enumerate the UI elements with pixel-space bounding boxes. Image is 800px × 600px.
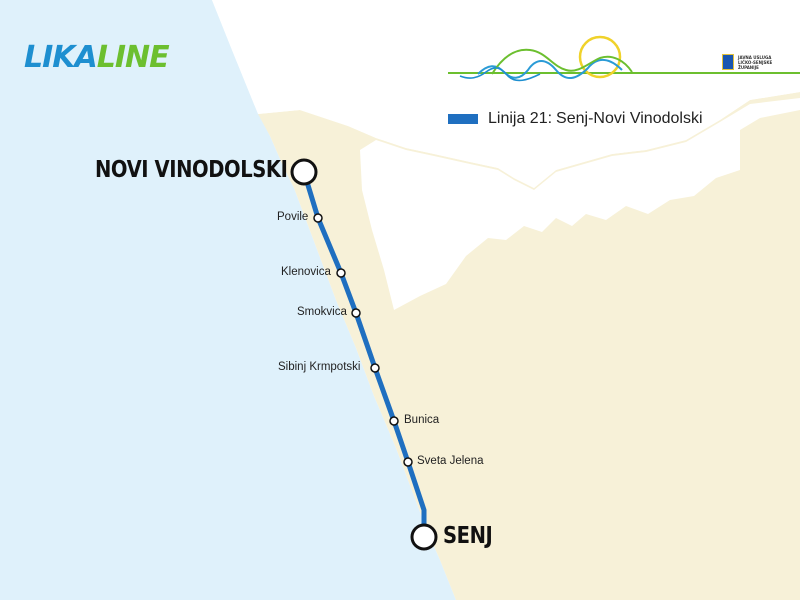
route-legend-route: Senj-Novi Vinodolski [556,110,703,127]
stop-label-bunica[interactable]: Bunica [404,414,440,426]
stop-label-sveta-jelena[interactable]: Sveta Jelena [417,455,484,467]
terminal-marker-novi-vinodolski[interactable] [290,158,318,186]
stop-marker-povile[interactable] [313,213,323,223]
inland-area [212,0,800,188]
brand-part-1: LIKA [24,40,98,75]
route-legend: Linija 21: Senj-Novi Vinodolski [448,110,703,128]
hills-icon-3 [459,67,541,82]
stop-marker-sveta-jelena[interactable] [403,457,413,467]
stop-label-povile[interactable]: Povile [277,211,309,223]
hills-icon-2 [491,48,633,75]
route-legend-swatch [448,114,478,124]
county-logo-text: JAVNA USLUGA LIČKO-SENJSKE ŽUPANIJE [738,54,773,70]
inland-ridge [360,98,800,310]
sun-icon [578,35,622,79]
stop-marker-bunica[interactable] [389,416,399,426]
stop-marker-sibinj-krmpotski[interactable] [370,363,380,373]
sea-area [0,0,456,600]
stop-marker-smokvica[interactable] [351,308,361,318]
county-logo: JAVNA USLUGA LIČKO-SENJSKE ŽUPANIJE [722,54,782,70]
stop-label-sibinj-krmpotski[interactable]: Sibinj Krmpotski [278,361,361,373]
terminal-marker-senj[interactable] [410,523,438,551]
terminal-label-senj[interactable]: SENJ [443,523,493,549]
county-crest-icon [722,54,734,70]
likaline-logo: LIKALINE [24,40,170,75]
stop-label-klenovica[interactable]: Klenovica [281,266,331,278]
route-legend-line: Linija 21: [488,110,553,127]
brand-part-2: LINE [96,40,170,75]
stop-label-smokvica[interactable]: Smokvica [297,306,347,318]
stop-marker-klenovica[interactable] [336,268,346,278]
terminal-label-novi-vinodolski[interactable]: NOVI VINODOLSKI [95,157,288,183]
